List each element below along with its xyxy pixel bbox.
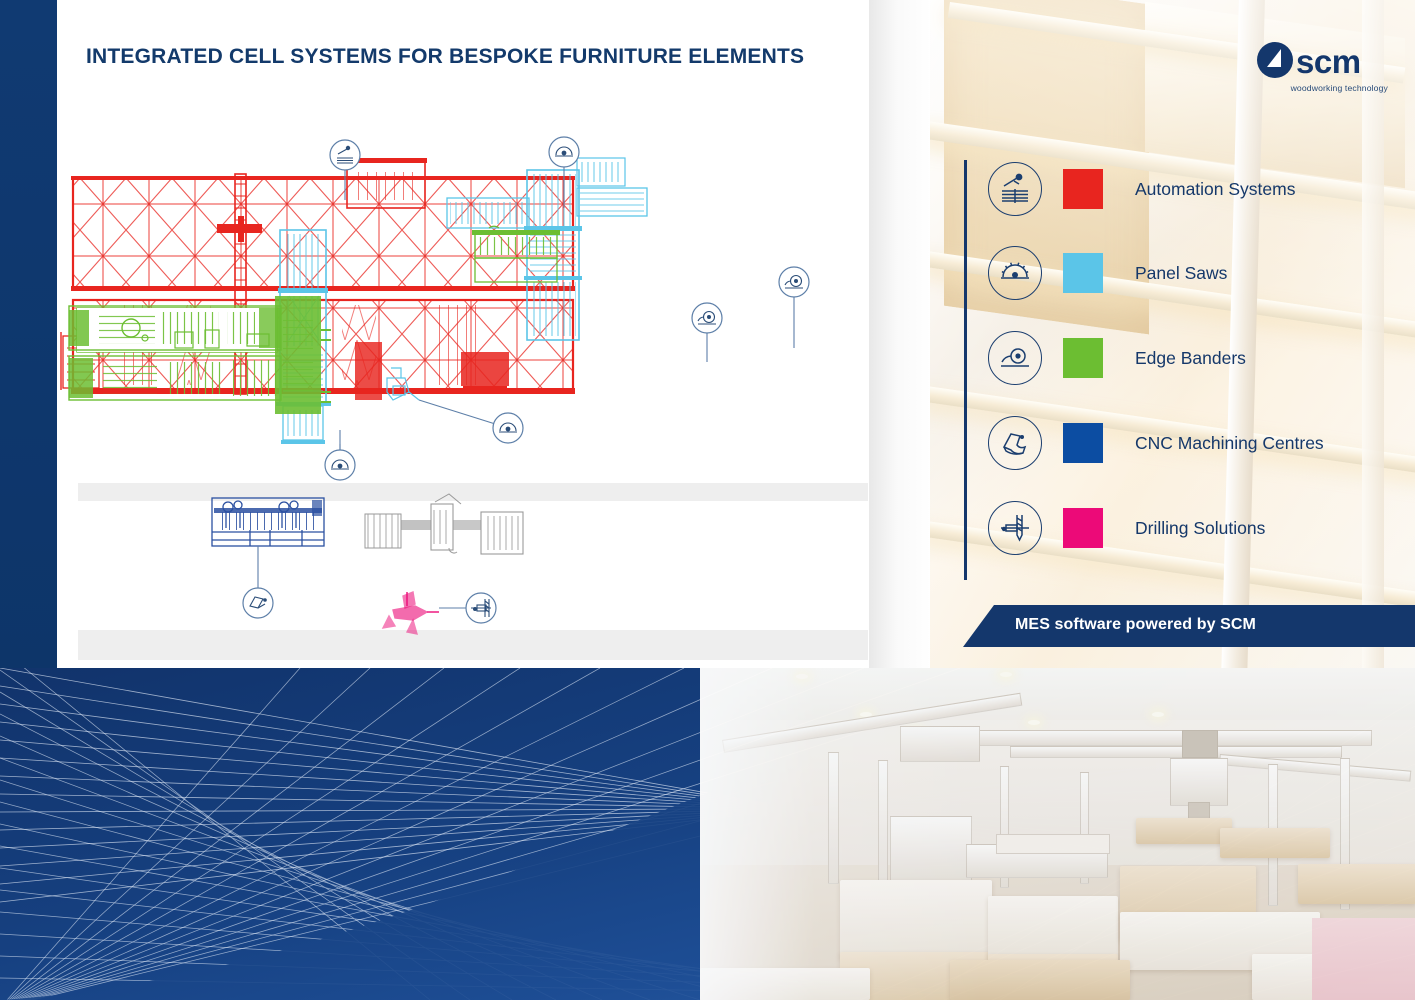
scm-logo-tagline: woodworking technology [1290, 83, 1388, 93]
legend-label-cnc-machining-centres: CNC Machining Centres [1135, 432, 1324, 453]
circular-saw-blade-icon [988, 246, 1042, 300]
robot-arm-panels-icon [988, 162, 1042, 216]
legend-item-edge-banders[interactable]: Edge Banders [988, 327, 1388, 389]
separator-band-bottom [78, 630, 868, 660]
shelving-background-photo [930, 0, 1415, 668]
factory-layout-diagram [60, 136, 810, 635]
content-card-shadow [869, 0, 931, 668]
edge-bander-transfer [275, 296, 331, 414]
edge-bander-parts [141, 329, 270, 349]
scm-logo[interactable]: scm woodworking technology [1256, 40, 1388, 96]
cnc-curved-panel-icon [988, 416, 1042, 470]
page-title: INTEGRATED CELL SYSTEMS FOR BESPOKE FURN… [86, 45, 805, 68]
callout-circles [242, 136, 810, 624]
edge-bander-line-lower [68, 355, 282, 401]
legend-label-panel-saws: Panel Saws [1135, 262, 1228, 283]
legend: Automation Systems Panel Saws [964, 158, 1394, 582]
edge-bander-line-upper [68, 305, 282, 351]
legend-swatch-cnc-machining-centres [1063, 423, 1103, 463]
legend-swatch-drilling-solutions [1063, 508, 1103, 548]
top-section: INTEGRATED CELL SYSTEMS FOR BESPOKE FURN… [0, 0, 1415, 668]
mes-banner-shape [963, 605, 1415, 647]
legend-swatch-automation-systems [1063, 169, 1103, 209]
svg-text:scm: scm [1296, 43, 1361, 80]
legend-item-automation-systems[interactable]: Automation Systems [988, 158, 1388, 220]
panel-saw-agv [386, 367, 420, 401]
bottom-section [0, 668, 1415, 1000]
legend-swatch-panel-saws [1063, 253, 1103, 293]
legend-label-edge-banders: Edge Banders [1135, 347, 1246, 368]
mes-banner-label: MES software powered by SCM [1015, 616, 1256, 633]
legend-vertical-rail [964, 160, 967, 580]
drill-bit-icon [988, 501, 1042, 555]
cnc-machining-group [211, 497, 325, 547]
separator-band-top [78, 483, 868, 501]
generic-machine-group [364, 493, 524, 555]
legend-swatch-edge-banders [1063, 338, 1103, 378]
factory-photo-overlay [700, 668, 1415, 1000]
legend-label-drilling-solutions: Drilling Solutions [1135, 517, 1266, 538]
legend-item-panel-saws[interactable]: Panel Saws [988, 242, 1388, 304]
legend-item-drilling-solutions[interactable]: Drilling Solutions [988, 497, 1388, 559]
factory-photo-fade [700, 668, 1415, 1000]
legend-label-automation-systems: Automation Systems [1135, 178, 1296, 199]
edge-banding-roller-icon [988, 331, 1042, 385]
legend-item-cnc-machining-centres[interactable]: CNC Machining Centres [988, 412, 1388, 474]
mes-banner[interactable]: MES software powered by SCM [963, 605, 1415, 647]
left-navy-rail [0, 0, 57, 668]
edge-bander-group [68, 225, 560, 414]
drilling-unit-group [381, 591, 439, 635]
scm-triangle-icon [1257, 42, 1293, 78]
